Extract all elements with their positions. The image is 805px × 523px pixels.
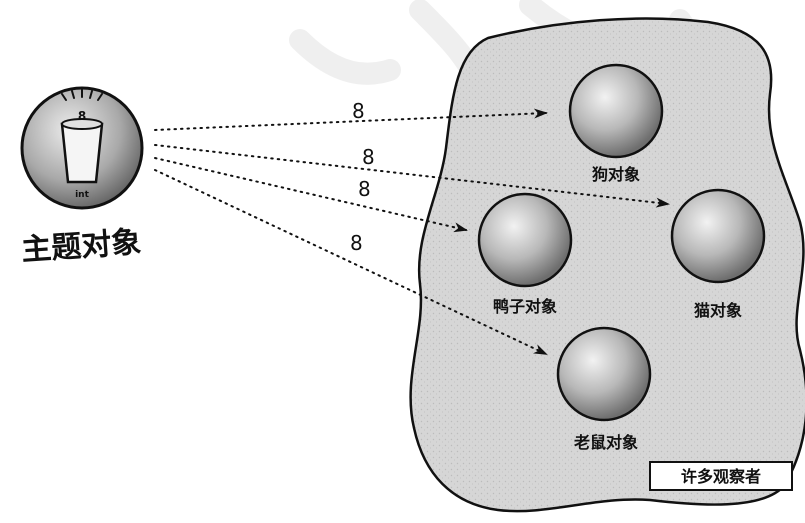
edge-subject-dog bbox=[154, 108, 548, 131]
subject-label: 主题对象 bbox=[20, 225, 142, 268]
observer-duck: 鸭子对象 bbox=[477, 192, 573, 316]
subject-type-label: int bbox=[75, 190, 89, 200]
edge-subject-mouse bbox=[154, 169, 548, 355]
edge-label-dog: 8 bbox=[352, 99, 365, 123]
observers-group-blob bbox=[409, 17, 805, 513]
edge-label-duck: 8 bbox=[358, 177, 371, 201]
observer-label-dog: 狗对象 bbox=[592, 165, 640, 184]
observer-dog: 狗对象 bbox=[568, 63, 664, 184]
subject-value: 8 bbox=[78, 109, 86, 123]
observer-cat: 猫对象 bbox=[670, 188, 766, 320]
group-legend: 许多观察者 bbox=[649, 461, 793, 491]
group-label: 许多观察者 bbox=[681, 467, 761, 486]
edges bbox=[154, 108, 670, 355]
edge-subject-cat bbox=[154, 144, 670, 208]
edge-label-cat: 8 bbox=[362, 145, 375, 169]
cup-icon bbox=[60, 118, 104, 184]
observer-label-duck: 鸭子对象 bbox=[493, 297, 557, 316]
observer-mouse: 老鼠对象 bbox=[556, 326, 652, 452]
edge-subject-duck bbox=[154, 157, 468, 233]
observer-label-cat: 猫对象 bbox=[694, 301, 742, 320]
sparkle-icon bbox=[61, 89, 103, 101]
subject-node: 8 int bbox=[20, 86, 144, 210]
observer-label-mouse: 老鼠对象 bbox=[573, 433, 638, 452]
edge-label-mouse: 8 bbox=[350, 231, 363, 255]
